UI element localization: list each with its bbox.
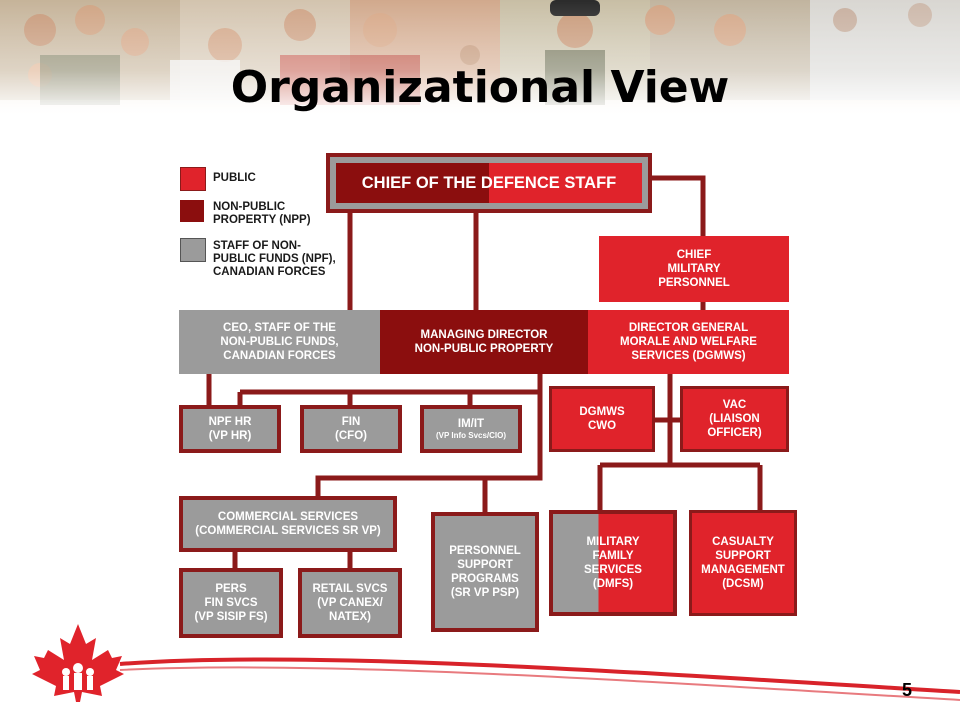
fin-box: FIN (CFO) (300, 405, 402, 453)
mfs-label: MILITARY FAMILY SERVICES (DMFS) (584, 536, 642, 590)
dgmws-cwo-box: DGMWS CWO (549, 386, 655, 452)
mfs-box: MILITARY FAMILY SERVICES (DMFS) (549, 510, 677, 616)
npf-hr-box: NPF HR (VP HR) (179, 405, 281, 453)
legend-label-npf: STAFF OF NON- PUBLIC FUNDS (NPF), CANADI… (213, 240, 336, 278)
ceo-npf-box: CEO, STAFF OF THE NON-PUBLIC FUNDS, CANA… (179, 310, 380, 374)
cmp-box: CHIEF MILITARY PERSONNEL (599, 236, 789, 302)
imit-box: IM/IT (VP Info Svcs/CIO) (420, 405, 522, 453)
legend-label-npp: NON-PUBLIC PROPERTY (NPP) (213, 201, 311, 226)
cds-box: CHIEF OF THE DEFENCE STAFF (326, 153, 652, 213)
psp-box: PERSONNEL SUPPORT PROGRAMS (SR VP PSP) (431, 512, 539, 632)
cds-label: CHIEF OF THE DEFENCE STAFF (336, 163, 642, 203)
dgmws-box: DIRECTOR GENERAL MORALE AND WELFARE SERV… (588, 310, 789, 374)
imit-sublabel: (VP Info Svcs/CIO) (435, 431, 507, 440)
legend-label-public: PUBLIC (213, 172, 256, 184)
pers-fin-svcs-box: PERS FIN SVCS (VP SISIP FS) (179, 568, 283, 638)
maple-leaf-logo-icon (32, 624, 124, 702)
footer-swoosh (119, 657, 960, 701)
legend-swatch-npf (180, 238, 206, 262)
slide-title: Organizational View (230, 62, 730, 113)
photo-banner (0, 0, 960, 118)
vac-box: VAC (LIAISON OFFICER) (680, 386, 789, 452)
legend-swatch-public (180, 167, 206, 191)
imit-label: IM/IT (457, 418, 485, 430)
page-number: 5 (902, 680, 913, 700)
md-npp-box: MANAGING DIRECTOR NON-PUBLIC PROPERTY (380, 310, 588, 374)
casualty-box: CASUALTY SUPPORT MANAGEMENT (DCSM) (689, 510, 797, 616)
retail-svcs-box: RETAIL SVCS (VP CANEX/ NATEX) (298, 568, 402, 638)
legend-swatch-npp (180, 200, 204, 222)
commercial-services-box: COMMERCIAL SERVICES (COMMERCIAL SERVICES… (179, 496, 397, 552)
